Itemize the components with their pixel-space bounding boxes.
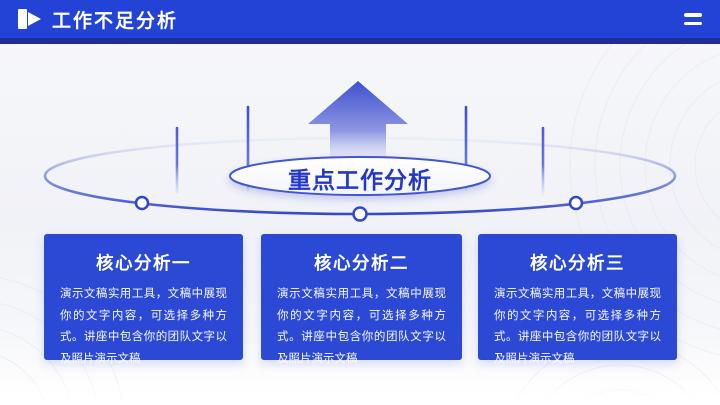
center-label: 重点工作分析 bbox=[288, 167, 432, 193]
header-bar: 工作不足分析 bbox=[0, 0, 720, 44]
up-arrow-icon bbox=[308, 81, 408, 172]
card-body: 演示文稿实用工具，文稿中展现你的文字内容，可选择多种方式。讲座中包含你的团队文字… bbox=[277, 288, 446, 365]
card-analysis-3: 核心分析三 演示文稿实用工具，文稿中展现你的文字内容，可选择多种方式。讲座中包含… bbox=[478, 234, 677, 365]
card-body: 演示文稿实用工具，文稿中展现你的文字内容，可选择多种方式。讲座中包含你的团队文字… bbox=[60, 288, 227, 365]
page-title: 工作不足分析 bbox=[52, 10, 179, 32]
card-body: 演示文稿实用工具，文稿中展现你的文字内容，可选择多种方式。讲座中包含你的团队文字… bbox=[494, 288, 661, 365]
flag-arrow-icon bbox=[18, 8, 42, 30]
menu-icon[interactable] bbox=[684, 13, 702, 25]
card-analysis-2: 核心分析二 演示文稿实用工具，文稿中展现你的文字内容，可选择多种方式。讲座中包含… bbox=[261, 234, 462, 365]
card-title: 核心分析三 bbox=[530, 253, 625, 273]
orbit-nodes bbox=[134, 195, 584, 222]
bottom-fade bbox=[0, 373, 720, 405]
card-title: 核心分析二 bbox=[314, 253, 409, 273]
card-title: 核心分析一 bbox=[96, 253, 191, 273]
card-analysis-1: 核心分析一 演示文稿实用工具，文稿中展现你的文字内容，可选择多种方式。讲座中包含… bbox=[44, 234, 243, 365]
